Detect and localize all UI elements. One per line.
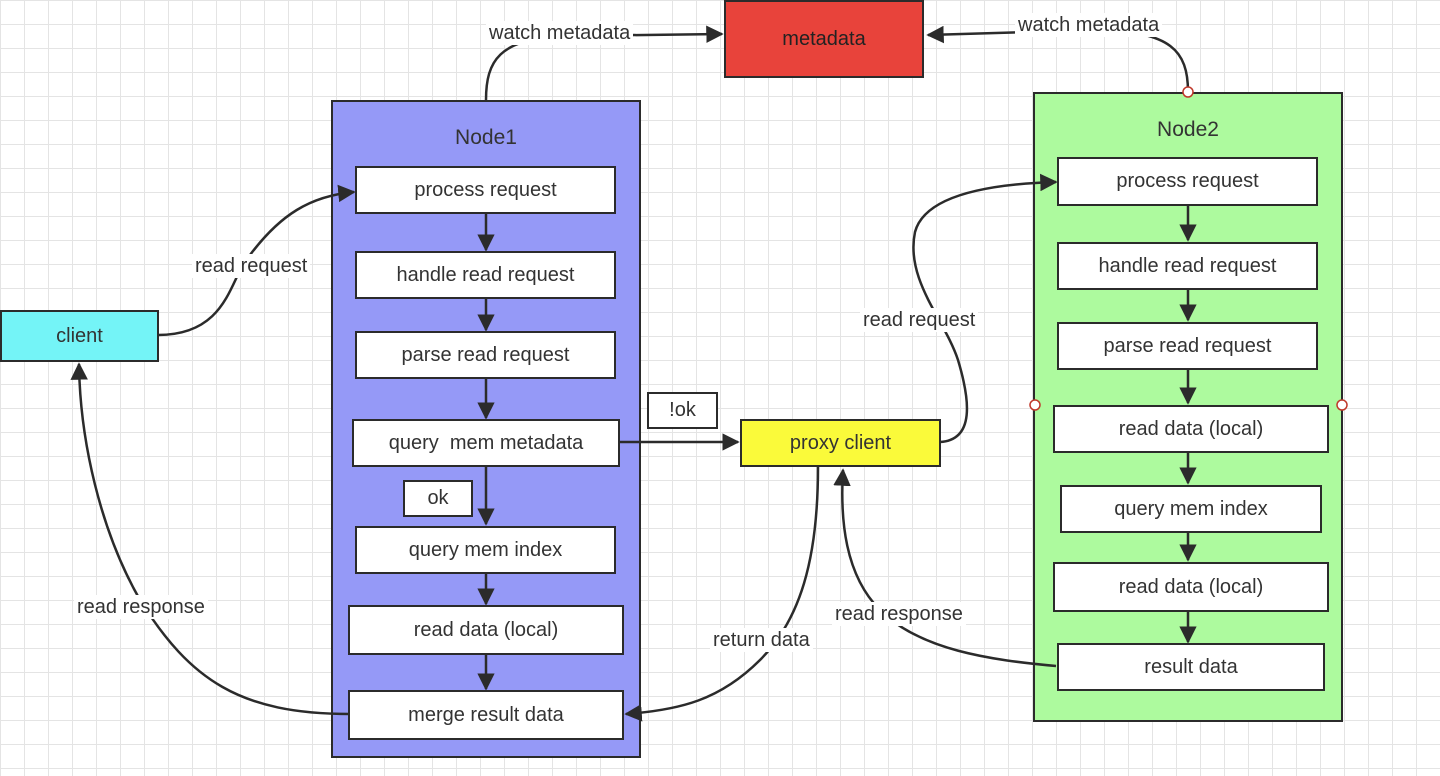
- n2-query-mem-index-box[interactable]: query mem index: [1060, 485, 1322, 533]
- n2-result-data-box[interactable]: result data: [1057, 643, 1325, 691]
- not-ok-label-box: !ok: [647, 392, 718, 429]
- n2-process-request-box[interactable]: process request: [1057, 157, 1318, 206]
- node1-title: Node1: [455, 126, 517, 149]
- n1-query-mem-metadata-box[interactable]: query mem metadata: [352, 419, 620, 467]
- n2-handle-read-request-box[interactable]: handle read request: [1057, 242, 1318, 290]
- label-proxy-read-request: read request: [860, 308, 979, 332]
- n1-process-request-box[interactable]: process request: [355, 166, 616, 214]
- n1-read-data-local-box[interactable]: read data (local): [348, 605, 624, 655]
- ok-label-box: ok: [403, 480, 473, 517]
- n1-merge-result-data-box[interactable]: merge result data: [348, 690, 624, 740]
- label-return-data: return data: [710, 628, 813, 652]
- metadata-box[interactable]: metadata: [724, 0, 924, 78]
- n2-read-data-local-1-box[interactable]: read data (local): [1053, 405, 1329, 453]
- edge-return-data: [624, 466, 820, 722]
- client-box[interactable]: client: [0, 310, 159, 362]
- n1-handle-read-request-box[interactable]: handle read request: [355, 251, 616, 299]
- n1-query-mem-index-box[interactable]: query mem index: [355, 526, 616, 574]
- n1-parse-read-request-box[interactable]: parse read request: [355, 331, 616, 379]
- label-watch-metadata-left: watch metadata: [486, 21, 634, 45]
- edge-read-response-client: [70, 362, 351, 716]
- n2-read-data-local-2-box[interactable]: read data (local): [1053, 562, 1329, 612]
- proxy-client-box[interactable]: proxy client: [740, 419, 941, 467]
- label-client-read-response: read response: [74, 595, 208, 619]
- label-watch-metadata-right: watch metadata: [1015, 13, 1163, 37]
- label-proxy-read-response: read response: [832, 602, 966, 626]
- edge-proxy-read-response: [833, 468, 1057, 668]
- edge-watch-metadata-right: [926, 25, 1190, 93]
- label-client-read-request: read request: [192, 254, 311, 278]
- n2-parse-read-request-box[interactable]: parse read request: [1057, 322, 1318, 370]
- node2-title: Node2: [1157, 118, 1219, 141]
